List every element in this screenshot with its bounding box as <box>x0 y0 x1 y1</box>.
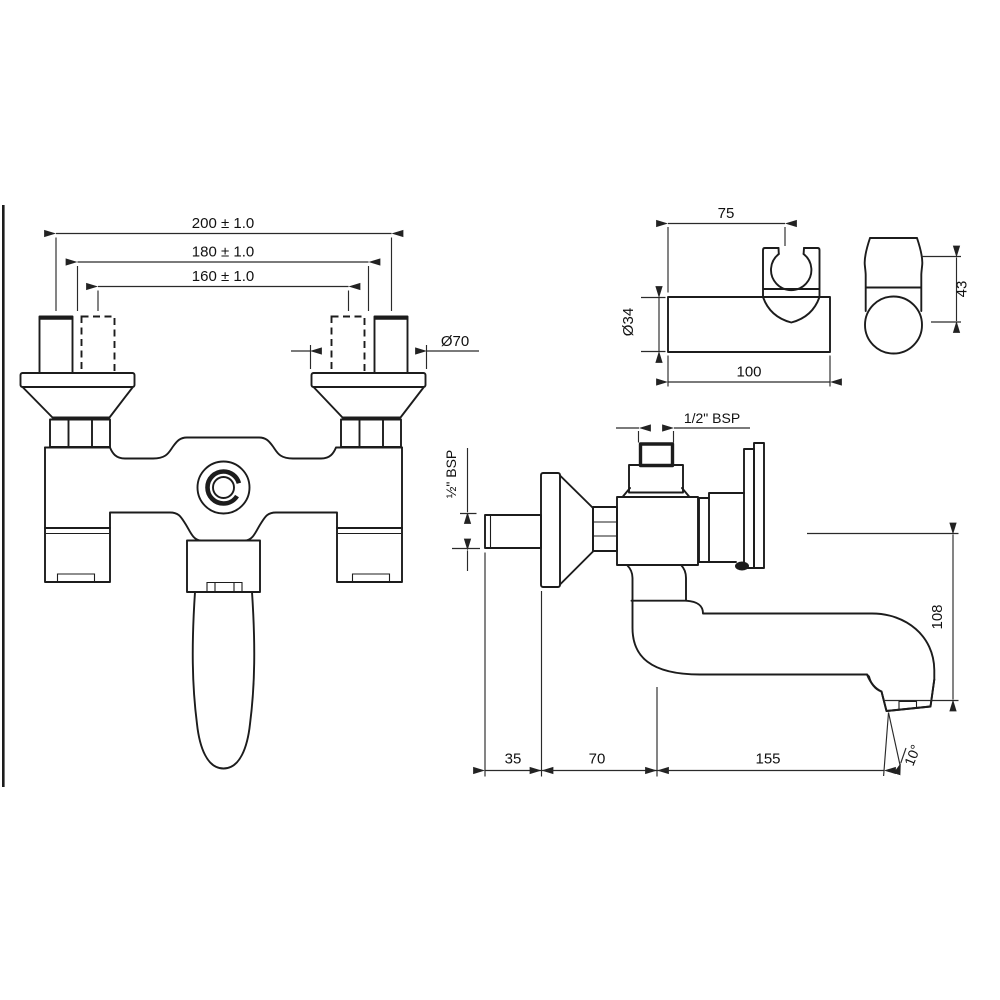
bottom-extension-lines <box>484 552 890 777</box>
dim-155-label: 155 <box>755 751 780 768</box>
top-port-collar <box>628 464 684 494</box>
top-thread-extension-lines <box>637 431 675 443</box>
holder-side-top <box>863 237 924 312</box>
holder-extension-lines <box>641 227 831 387</box>
angle-label: 10° <box>901 742 924 768</box>
flange-cone-left <box>22 386 134 419</box>
center-boss-outer <box>196 460 251 515</box>
shower-holder-side-view: 43 <box>863 237 971 355</box>
wall-flange-right <box>310 372 427 388</box>
side-nut-facets <box>593 521 617 537</box>
dim-70-label: 70 <box>589 751 606 768</box>
bracket-front-plate <box>698 497 710 563</box>
inlet-stud-left <box>38 315 74 374</box>
inlet-stud-right <box>373 315 409 374</box>
dim-75-label: 75 <box>718 205 735 222</box>
dim-dia34-label: Ø34 <box>620 308 637 336</box>
dim-100-label: 100 <box>736 364 761 381</box>
side-nut <box>592 506 618 552</box>
side-flange-cone <box>559 474 594 586</box>
spout-mouthpiece <box>866 673 936 712</box>
mixer-side-view: 1/2" BSP ½" BSP 108 35 70 155 10° <box>443 410 959 777</box>
connector-nut-right <box>340 418 402 448</box>
spout-aerator <box>898 700 918 710</box>
dim-35-label: 35 <box>505 751 522 768</box>
top-port-collar-skirt <box>621 487 691 498</box>
body-top-edge <box>44 436 403 460</box>
inlet-thread-extension-lines <box>452 512 480 550</box>
inlet-thread-label: ½" BSP <box>443 450 459 499</box>
dim-108-label: 108 <box>929 604 946 629</box>
inlet-stud-right-alt-position <box>330 315 366 374</box>
holder-clip-opening <box>777 247 805 255</box>
bracket-screw <box>735 561 749 571</box>
base-block-right-detail <box>338 532 401 582</box>
base-block-right <box>336 527 403 583</box>
base-block-left <box>44 527 111 583</box>
holder-clip-cradle <box>770 253 813 292</box>
holder-side-knob <box>864 295 923 355</box>
front-extension-lines <box>55 237 428 369</box>
inlet-stud-left-alt-position <box>80 315 116 374</box>
flange-cone-right <box>313 386 425 419</box>
center-boss-inner <box>212 476 235 499</box>
nut-left-facets <box>67 418 93 448</box>
top-port-stem <box>638 442 675 468</box>
spout-neck <box>626 564 687 602</box>
wall-flange-left <box>19 372 136 388</box>
dim-dia70-label: Ø70 <box>441 333 469 350</box>
side-flange-plate <box>540 472 561 588</box>
spout <box>631 599 936 712</box>
bracket-back-plate <box>753 442 765 569</box>
angle-arrow <box>893 747 907 776</box>
inlet-pipe <box>484 514 542 549</box>
body-side-edges <box>44 446 403 529</box>
sheet-border-left <box>2 205 5 787</box>
dim-108-extension-lines <box>807 532 959 702</box>
dim-180-label: 180 ± 1.0 <box>192 244 254 261</box>
lever-handle <box>191 591 256 770</box>
nut-right-facets <box>358 418 384 448</box>
dim-200-label: 200 ± 1.0 <box>192 215 254 232</box>
angle-flank-line <box>887 712 901 766</box>
dim-43-label: 43 <box>954 281 971 298</box>
body-bottom-edge <box>44 511 403 542</box>
bracket-mid-plate <box>743 448 755 569</box>
shower-holder-front-view: 75 100 Ø34 <box>620 205 842 387</box>
top-thread-label: 1/2" BSP <box>684 410 740 426</box>
handle-hub-detail <box>206 581 243 592</box>
holder-body <box>667 296 831 353</box>
connector-nut-left <box>49 418 111 448</box>
center-boss-ring <box>205 469 242 506</box>
dim-160-label: 160 ± 1.0 <box>192 268 254 285</box>
mixer-front-view: 200 ± 1.0 180 ± 1.0 160 ± 1.0 Ø70 <box>19 215 479 770</box>
handle-hub-block <box>186 539 261 593</box>
holder-clip-outline <box>762 247 821 298</box>
bracket-flange <box>708 492 745 563</box>
holder-drop-profile <box>762 296 821 324</box>
valve-body <box>616 496 699 566</box>
base-block-left-detail <box>46 532 109 582</box>
